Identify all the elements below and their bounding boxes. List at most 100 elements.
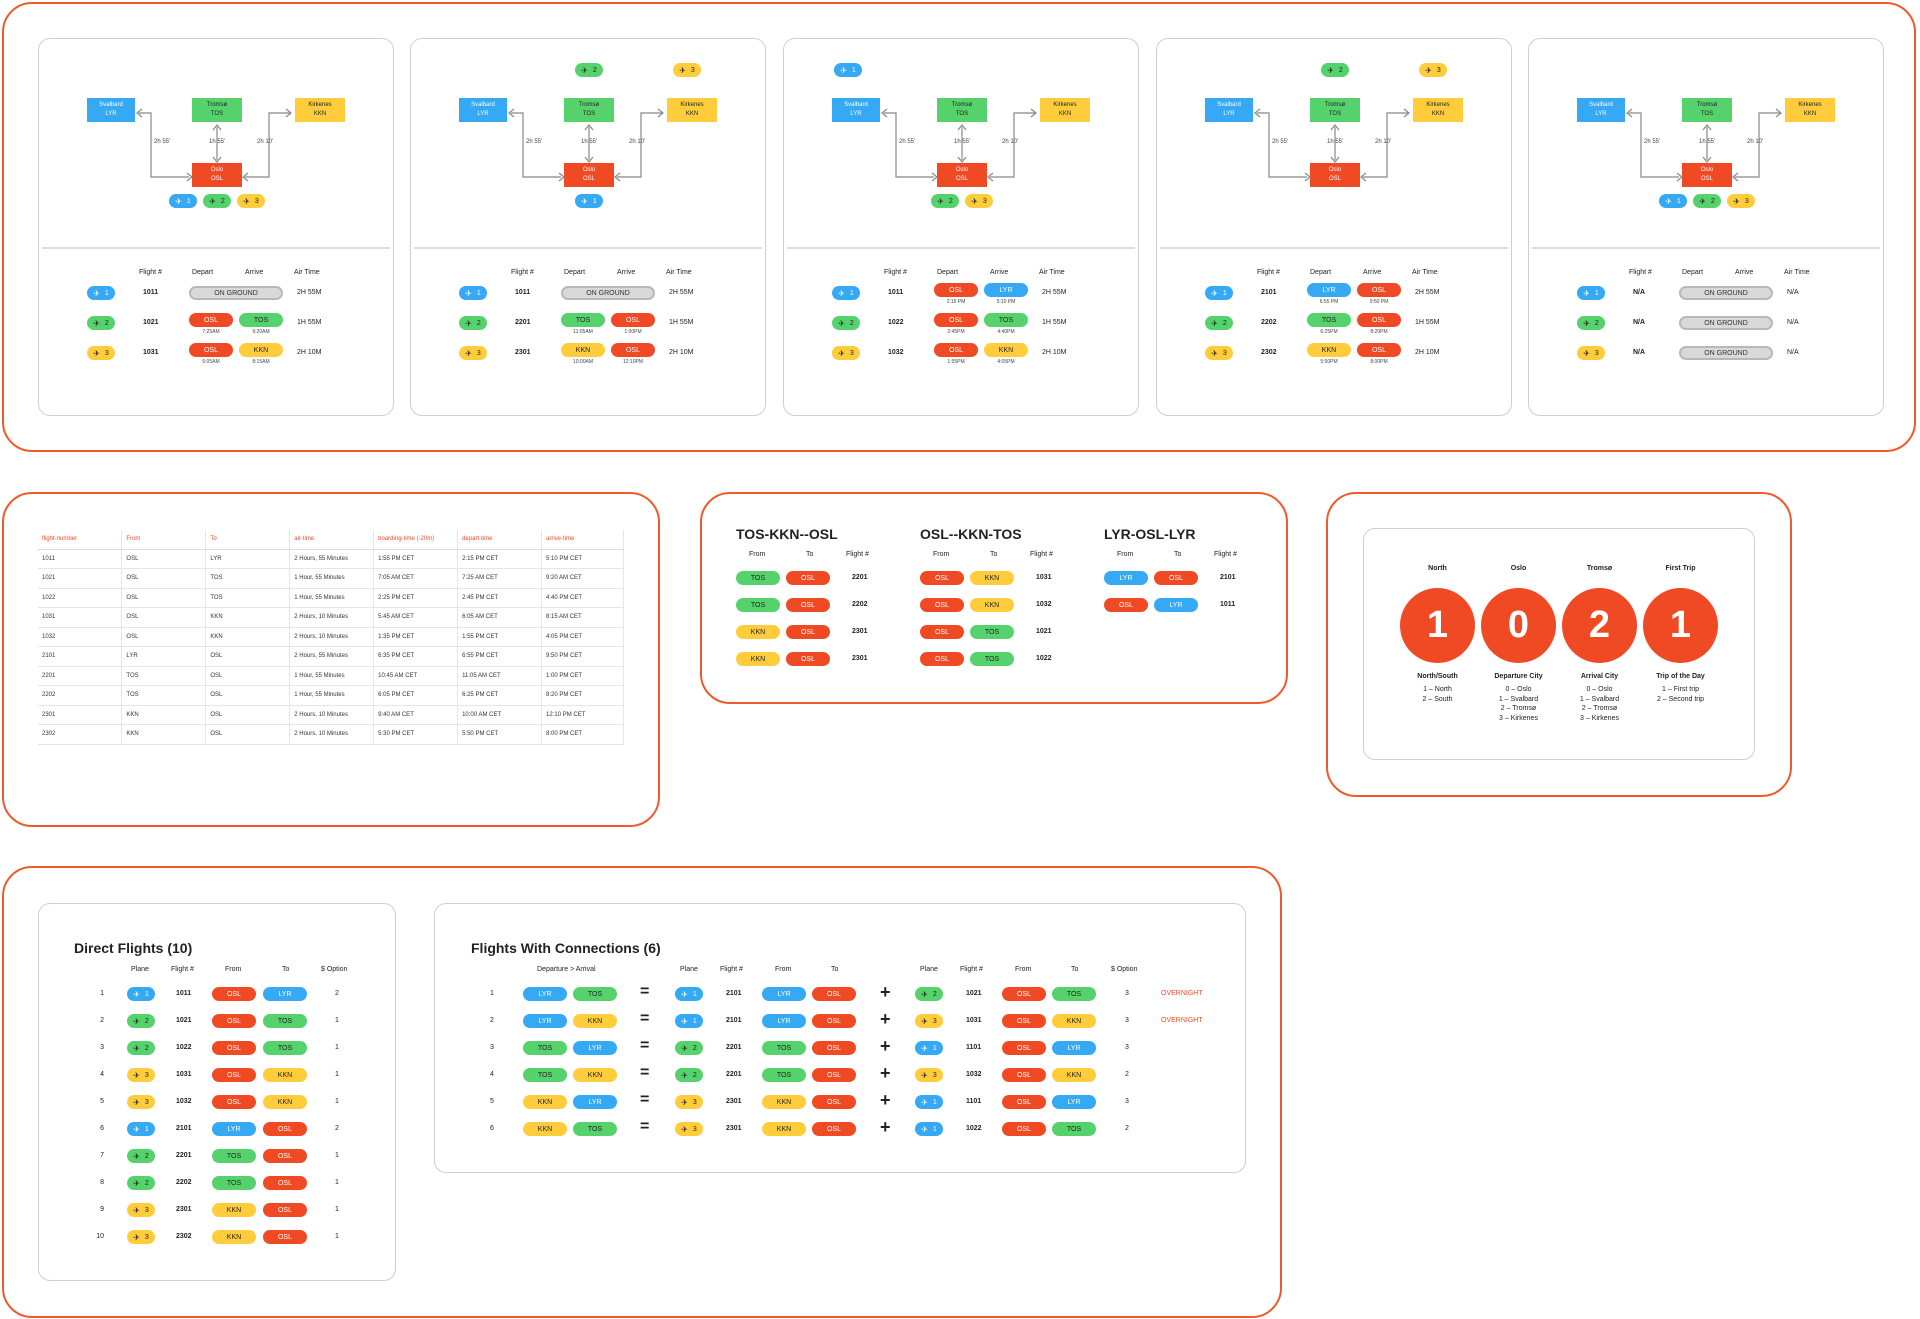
to-pill: TOS <box>970 652 1014 666</box>
plane-badge-1: ✈1 <box>915 1095 943 1109</box>
table-cell: 1:35 PM CET <box>373 627 459 647</box>
table-cell: 8:00 PM CET <box>541 724 624 745</box>
to-pill-2: LYR <box>1052 1041 1096 1055</box>
plane-badge-2: ✈2 <box>459 316 487 330</box>
plane-badge-3: ✈3 <box>459 346 487 360</box>
flight-number: 2202 <box>176 1179 192 1186</box>
plane-number: 2 <box>1594 319 1599 327</box>
from-pill-1: LYR <box>762 1014 806 1028</box>
code-legend-item: 1 – Svalbard <box>1579 695 1620 703</box>
table-cell: KKN <box>121 705 207 725</box>
depart-time: 6:25PM <box>1320 329 1338 335</box>
plane-icon: ✈ <box>1327 65 1334 75</box>
flight-number: 2301 <box>515 349 531 356</box>
duration-lyr: 2h 55' <box>899 139 916 145</box>
code-column-head: North <box>1428 565 1447 572</box>
plane-badge-1: ✈1 <box>127 987 155 1001</box>
from-pill: OSL <box>1104 598 1148 612</box>
from-pill: OSL <box>212 1041 256 1055</box>
flight-number: 1021 <box>143 319 159 326</box>
table-cell: 6:25 PM CET <box>457 685 543 706</box>
table-cell: KKN <box>205 627 291 647</box>
depart-pill: OSL <box>934 313 978 327</box>
plane-number: 3 <box>144 1206 149 1214</box>
from-pill: OSL <box>920 598 964 612</box>
departure-pill: TOS <box>523 1068 567 1082</box>
plane-icon: ✈ <box>133 1043 140 1053</box>
city-name: Svalbard <box>471 102 495 108</box>
from-pill-1: KKN <box>762 1122 806 1136</box>
table-cell: 7:25 AM CET <box>457 568 543 589</box>
header-flight: Flight # <box>1629 269 1652 276</box>
plane-number: 2 <box>144 1044 149 1052</box>
option-value: 1 <box>335 1179 339 1186</box>
header-air: Air Time <box>294 269 320 276</box>
flight-number: 2301 <box>176 1206 192 1213</box>
header-air: Air Time <box>1784 269 1810 276</box>
plane-badge-1: ✈1 <box>459 286 487 300</box>
option-value: 2 <box>1125 1071 1129 1078</box>
table-cell: 7:05 AM CET <box>373 568 459 589</box>
header-depart: Depart <box>564 269 586 276</box>
plane-badge-2: ✈2 <box>575 63 603 77</box>
plane-icon: ✈ <box>133 1178 140 1188</box>
option-value: 1 <box>335 1044 339 1051</box>
option-value: 1 <box>335 1152 339 1159</box>
arrive-time: 1:00PM <box>624 329 642 335</box>
code-digit: 1 <box>1643 588 1718 663</box>
to-pill-1: OSL <box>812 987 856 1001</box>
header-to: To <box>282 966 290 973</box>
duration-lyr: 2h 55' <box>1272 139 1289 145</box>
plane-number: 1 <box>1676 197 1681 205</box>
overnight-note: OVERNIGHT <box>1161 990 1203 997</box>
air-time: 2H 10M <box>297 349 322 356</box>
plus-sign: + <box>880 1009 891 1029</box>
row-number: 6 <box>490 1125 494 1132</box>
table-cell: 1 Hour, 55 Minutes <box>289 588 375 608</box>
city-code: TOS <box>1700 111 1714 117</box>
depart-pill: KKN <box>561 343 605 357</box>
trip-header-from: From <box>1117 551 1134 558</box>
plane-icon: ✈ <box>133 1097 140 1107</box>
plane-badge-1: ✈1 <box>834 63 862 77</box>
flight-number: N/A <box>1633 289 1646 296</box>
header-plane-2: Plane <box>920 966 938 973</box>
table-cell: 2:45 PM CET <box>457 588 543 608</box>
table-cell: 9:40 AM CET <box>373 705 459 725</box>
to-pill-2: KKN <box>1052 1068 1096 1082</box>
city-name: Tromsø <box>1696 102 1718 108</box>
plane-icon: ✈ <box>681 1097 688 1107</box>
plane-badge-3: ✈3 <box>87 346 115 360</box>
plane-icon: ✈ <box>840 65 847 75</box>
arrive-pill: OSL <box>1357 313 1401 327</box>
table-cell: 4:40 PM CET <box>541 588 624 608</box>
option-value: 1 <box>335 1071 339 1078</box>
header-flight: Flight # <box>139 269 162 276</box>
header-flight: Flight # <box>511 269 534 276</box>
plane-icon: ✈ <box>93 318 100 328</box>
option-value: 1 <box>335 1017 339 1024</box>
air-time: 2H 10M <box>1415 349 1440 356</box>
duration-kkn: 2h 10' <box>1375 139 1392 145</box>
code-column-head: First Trip <box>1665 565 1696 572</box>
to-pill: TOS <box>263 1041 307 1055</box>
plane-badge-1: ✈1 <box>832 286 860 300</box>
plane-icon: ✈ <box>1583 348 1590 358</box>
from-pill: LYR <box>1104 571 1148 585</box>
plane-number: 1 <box>932 1098 937 1106</box>
row-number: 1 <box>490 990 494 997</box>
city-code: LYR <box>850 111 862 117</box>
air-time: 2H 10M <box>1042 349 1067 356</box>
table-cell: 2:15 PM CET <box>457 549 543 569</box>
header-flight: Flight # <box>1257 269 1280 276</box>
city-name: Oslo <box>955 167 969 173</box>
option-value: 3 <box>1125 1044 1129 1051</box>
plane-icon: ✈ <box>133 1070 140 1080</box>
arrive-pill: OSL <box>611 313 655 327</box>
plane-number: 2 <box>1338 66 1343 74</box>
